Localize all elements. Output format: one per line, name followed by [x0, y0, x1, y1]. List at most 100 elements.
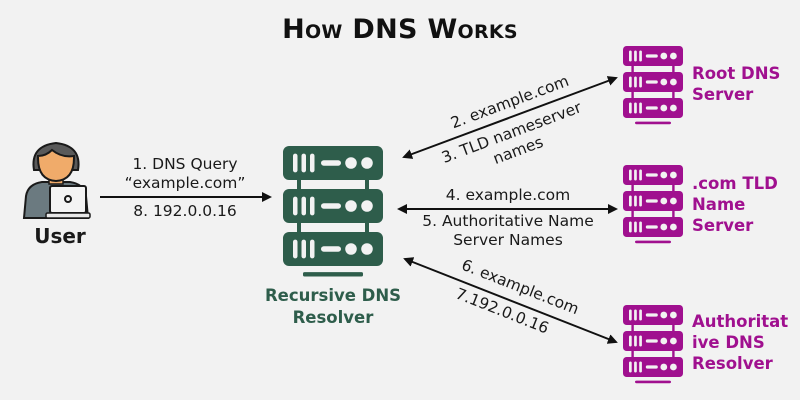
server-slot [634, 169, 637, 181]
tld-server-label-line2: Name [692, 195, 746, 214]
server-slot [639, 335, 642, 347]
server-slot [310, 239, 315, 259]
server-led [660, 311, 668, 319]
root-server-label: Root DNS Server [692, 63, 780, 105]
server-slot [629, 169, 632, 181]
server-slot [301, 239, 306, 259]
tld-request-label: 4. example.com [445, 186, 571, 204]
server-slot [639, 309, 642, 321]
server-slot [634, 309, 637, 321]
server-base [303, 272, 363, 277]
server-bar [645, 173, 658, 177]
server-bar [321, 246, 341, 252]
arrow-resolver-auth [403, 257, 618, 344]
server-slot [629, 102, 632, 114]
query-label: 1. DNS Query “example.com” [100, 155, 270, 193]
resolver-label-line2: Resolver [292, 308, 374, 327]
server-led [361, 200, 373, 212]
server-slot [639, 169, 642, 181]
tld-response-label: 5. Authoritative Name Server Names [400, 212, 616, 250]
server-led [660, 78, 668, 86]
server-slot [629, 195, 632, 207]
server-bar [645, 225, 658, 229]
server-led [660, 197, 668, 205]
server-slot [629, 361, 632, 373]
server-led [660, 52, 668, 60]
server-led [670, 337, 677, 345]
server-bar [645, 339, 658, 343]
tld-response-line2: Server Names [453, 231, 563, 249]
arrow-resolver-root [402, 76, 618, 159]
root-server-icon [623, 46, 683, 125]
server-led [670, 104, 677, 112]
tld-server-label: .com TLD Name Server [692, 173, 778, 236]
server-slot [639, 221, 642, 233]
auth-server-label-line2: ive DNS [692, 333, 765, 352]
server-led [670, 311, 677, 319]
server-slot [634, 361, 637, 373]
server-led [670, 197, 677, 205]
server-base [635, 380, 671, 384]
server-slot [629, 221, 632, 233]
server-led [670, 223, 677, 231]
query-step-label: 1. DNS Query [132, 155, 238, 173]
auth-server-icon [623, 305, 683, 384]
server-slot [629, 50, 632, 62]
server-bar [645, 199, 658, 203]
server-bar [321, 160, 341, 166]
server-slot [634, 102, 637, 114]
server-bar [645, 54, 658, 58]
server-slot [639, 76, 642, 88]
server-slot [301, 153, 306, 173]
server-base [635, 240, 671, 244]
auth-server-label: Authoritat ive DNS Resolver [692, 311, 788, 374]
server-led [361, 243, 373, 255]
server-led [345, 200, 357, 212]
server-slot [310, 153, 315, 173]
server-slot [293, 239, 298, 259]
resolver-label-line1: Recursive DNS [264, 286, 402, 305]
server-slot [629, 335, 632, 347]
server-led [345, 243, 357, 255]
server-led [660, 363, 668, 371]
server-led [670, 171, 677, 179]
server-slot [634, 221, 637, 233]
server-slot [639, 361, 642, 373]
diagram-title: How DNS Works [282, 14, 518, 45]
server-led [670, 78, 677, 86]
server-led [670, 52, 677, 60]
server-bar [645, 80, 658, 84]
server-led [670, 363, 677, 371]
server-slot [293, 153, 298, 173]
server-led [660, 223, 668, 231]
response-label: 8. 192.0.0.16 [133, 202, 237, 220]
server-slot [634, 335, 637, 347]
server-base [635, 121, 671, 125]
tld-response-line1: 5. Authoritative Name [422, 212, 594, 230]
root-server-label-line2: Server [692, 85, 754, 104]
query-domain-label: “example.com” [124, 174, 246, 192]
user-with-laptop-icon [22, 141, 91, 219]
server-bar [645, 365, 658, 369]
server-slot [639, 102, 642, 114]
server-slot [634, 50, 637, 62]
resolver-label: Recursive DNS Resolver [253, 285, 413, 329]
server-slot [634, 76, 637, 88]
tld-server-label-line3: Server [692, 216, 754, 235]
server-slot [639, 50, 642, 62]
server-bar [645, 313, 658, 317]
server-slot [293, 196, 298, 216]
tld-server-icon [623, 165, 683, 244]
server-slot [639, 195, 642, 207]
auth-server-label-line3: Resolver [692, 354, 773, 373]
auth-server-label-line1: Authoritat [692, 312, 789, 331]
server-slot [634, 195, 637, 207]
server-led [660, 171, 668, 179]
resolver-server-icon [283, 146, 383, 277]
root-server-label-line1: Root DNS [692, 64, 781, 83]
server-led [660, 104, 668, 112]
server-led [361, 157, 373, 169]
server-slot [310, 196, 315, 216]
